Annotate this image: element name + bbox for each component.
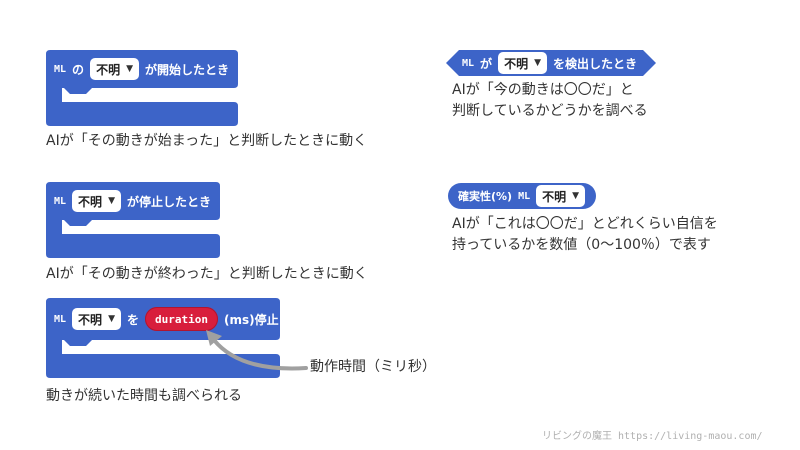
duration-pointer-label: 動作時間（ミリ秒）: [310, 359, 436, 375]
ml-detect-block[interactable]: ML が 不明 ▼ を検出したとき: [446, 50, 656, 76]
action-dropdown[interactable]: 不明 ▼: [72, 308, 121, 330]
confidence-caption-line2: 持っているかを数値（0〜100％）で表す: [452, 237, 711, 253]
confidence-label: 確実性(%): [458, 190, 513, 203]
ml-label: ML: [462, 57, 475, 69]
block-suffix: が停止したとき: [126, 194, 211, 209]
ml-stop-block[interactable]: ML 不明 ▼ が停止したとき: [46, 182, 220, 258]
confidence-caption-line1: AIが「これは〇〇だ」とどれくらい自信を: [452, 216, 718, 232]
caret-down-icon: ▼: [108, 196, 115, 206]
duration-reporter[interactable]: duration: [145, 307, 218, 331]
detect-caption-line1: AIが「今の動きは〇〇だ」と: [452, 82, 634, 98]
ml-label: ML: [518, 190, 531, 202]
dropdown-value: 不明: [78, 194, 103, 209]
action-dropdown[interactable]: 不明 ▼: [90, 58, 139, 80]
particle-label: を: [126, 312, 139, 327]
start-caption: AIが「その動きが始まった」と判断したときに動く: [46, 133, 368, 149]
ml-start-block[interactable]: ML の 不明 ▼ が開始したとき: [46, 50, 238, 126]
block-suffix: が開始したとき: [145, 62, 230, 77]
detect-caption-line2: 判断しているかどうかを調べる: [452, 103, 648, 119]
dropdown-value: 不明: [504, 56, 529, 71]
dropdown-value: 不明: [78, 312, 103, 327]
caret-down-icon: ▼: [572, 191, 580, 201]
ml-confidence-block[interactable]: 確実性(%) ML 不明 ▼: [448, 183, 596, 209]
block-suffix: を検出したとき: [553, 56, 638, 71]
caret-down-icon: ▼: [108, 314, 115, 324]
ml-duration-block[interactable]: ML 不明 ▼ を duration (ms)停止: [46, 298, 280, 378]
watermark: リビングの魔王 https://living-maou.com/: [542, 431, 763, 442]
dropdown-value: 不明: [96, 62, 121, 77]
action-dropdown[interactable]: 不明 ▼: [498, 52, 547, 74]
particle-label: の: [72, 62, 85, 77]
caret-down-icon: ▼: [126, 64, 133, 74]
caret-down-icon: ▼: [534, 58, 541, 68]
dropdown-value: 不明: [542, 189, 567, 204]
ml-label: ML: [54, 313, 67, 325]
ml-label: ML: [54, 195, 67, 207]
particle-label: が: [480, 56, 493, 71]
duration-caption: 動きが続いた時間も調べられる: [46, 388, 242, 404]
block-suffix: (ms)停止: [223, 312, 279, 327]
action-dropdown[interactable]: 不明 ▼: [72, 190, 121, 212]
ml-label: ML: [54, 63, 67, 75]
action-dropdown[interactable]: 不明 ▼: [536, 185, 586, 207]
stop-caption: AIが「その動きが終わった」と判断したときに動く: [46, 266, 368, 282]
